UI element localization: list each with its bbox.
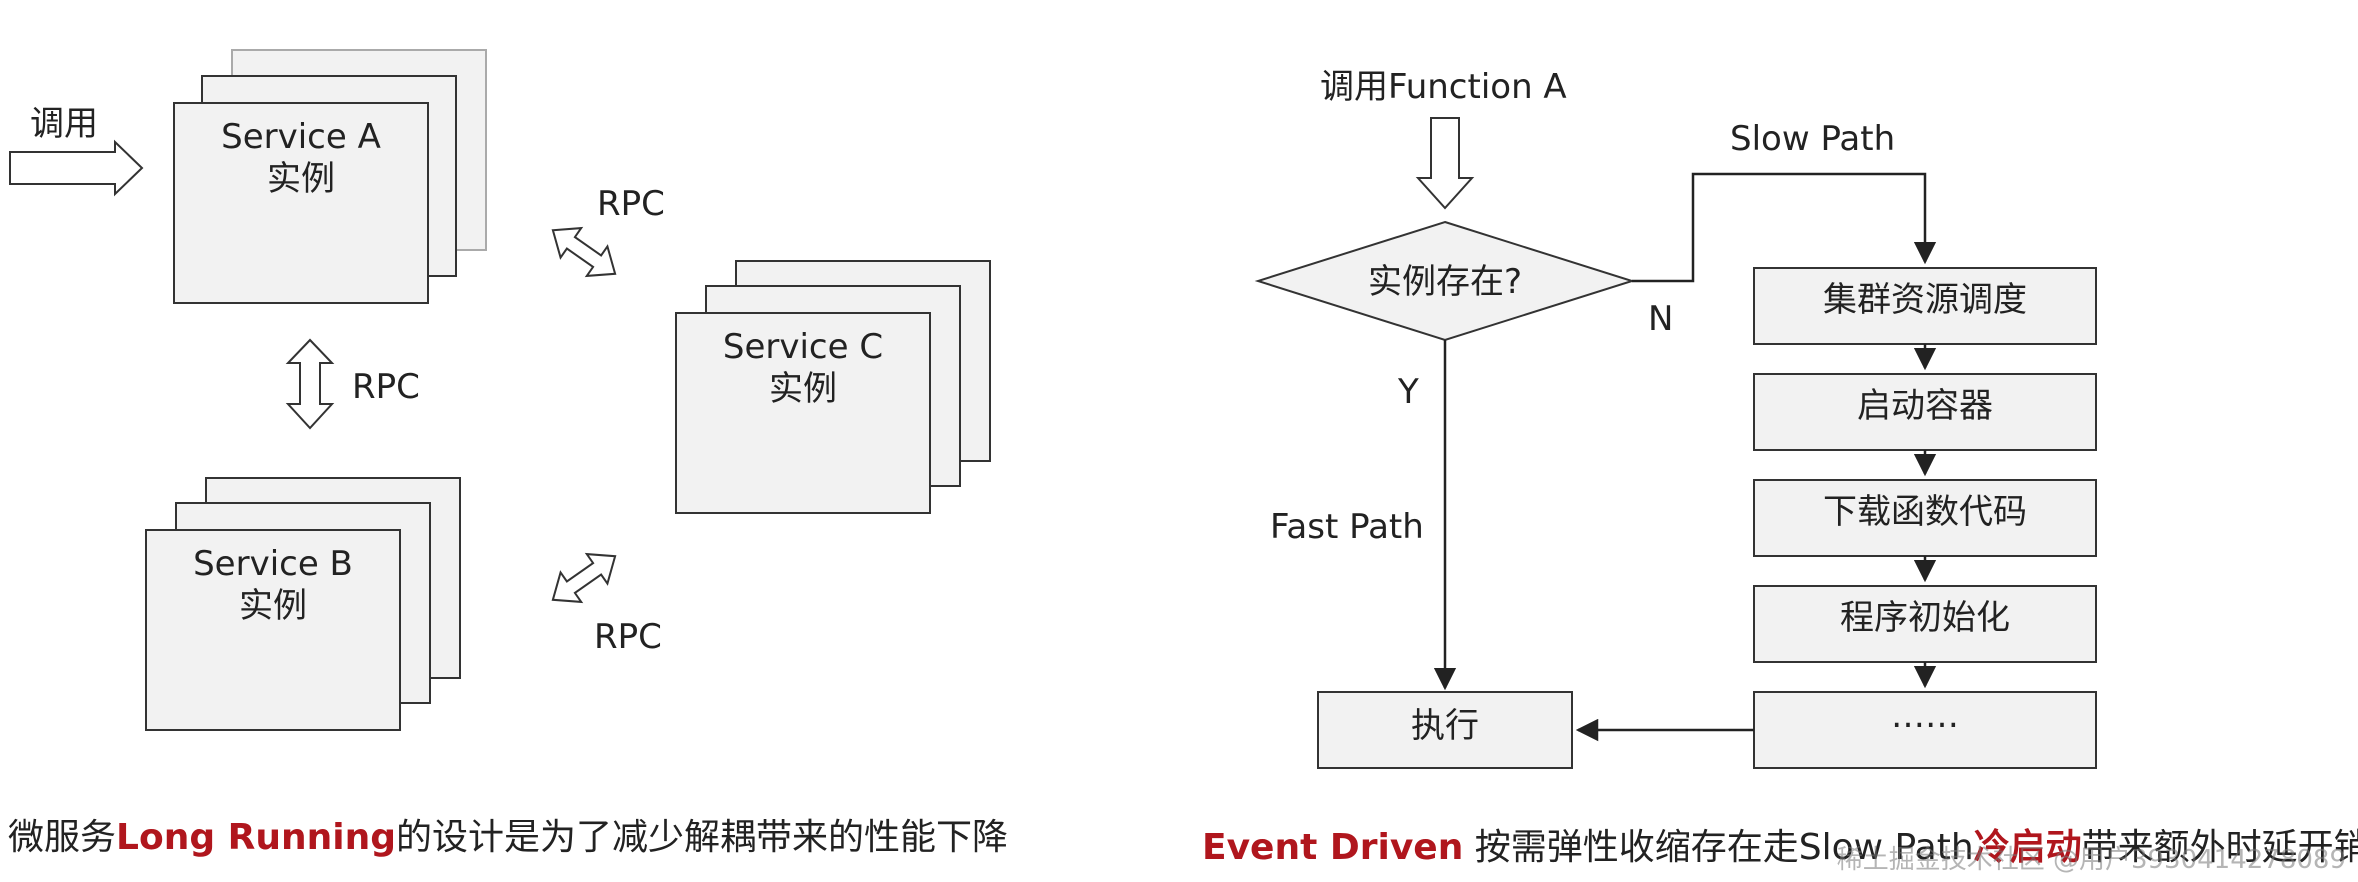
right-call-label: 调用Function A bbox=[1320, 67, 1567, 107]
rpc-ac-arrow bbox=[551, 226, 617, 278]
rpc-ab-label: RPC bbox=[352, 367, 420, 407]
service-c-stack: Service C 实例 bbox=[675, 260, 991, 514]
slow-path-label: Slow Path bbox=[1730, 119, 1895, 159]
no-label: N bbox=[1648, 299, 1673, 339]
right-caption-highlight: Event Driven bbox=[1202, 827, 1464, 868]
service-a-sub: 实例 bbox=[267, 159, 335, 199]
watermark: 稀土掘金技术社区 @用户3930414278089 bbox=[1836, 845, 2346, 875]
rpc-ac-label: RPC bbox=[597, 184, 665, 224]
step-5-label: …… bbox=[1891, 696, 1959, 736]
rpc-bc-label: RPC bbox=[594, 617, 662, 657]
call-arrow bbox=[9, 139, 144, 197]
step-5-box: …… bbox=[1753, 691, 2097, 769]
execute-label: 执行 bbox=[1411, 706, 1479, 746]
step-4-label: 程序初始化 bbox=[1840, 598, 2010, 638]
service-b-sub: 实例 bbox=[239, 586, 307, 626]
right-caption-highlight2: 冷启动 bbox=[1973, 827, 2082, 868]
down-call-arrow bbox=[1415, 117, 1475, 210]
step-3-box: 下载函数代码 bbox=[1753, 479, 2097, 557]
slow-path-line bbox=[1632, 172, 1937, 283]
step-2-label: 启动容器 bbox=[1857, 386, 1993, 426]
service-c-name: Service C bbox=[723, 327, 883, 367]
service-b-stack: Service B 实例 bbox=[145, 477, 461, 731]
step-1-box: 集群资源调度 bbox=[1753, 267, 2097, 345]
left-caption: 微服务Long Running的设计是为了减少解耦带来的性能下降 bbox=[8, 808, 1008, 860]
yes-label: Y bbox=[1397, 372, 1419, 412]
execute-box: 执行 bbox=[1317, 691, 1573, 769]
left-caption-highlight: Long Running bbox=[116, 817, 396, 858]
step-2-box: 启动容器 bbox=[1753, 373, 2097, 451]
step-4-box: 程序初始化 bbox=[1753, 585, 2097, 663]
right-caption-middle: 按需弹性收缩存在走Slow Path bbox=[1463, 827, 1974, 868]
service-a-name: Service A bbox=[221, 117, 381, 157]
service-c-sub: 实例 bbox=[769, 369, 837, 409]
fast-path-label: Fast Path bbox=[1270, 507, 1424, 547]
left-caption-suffix: 的设计是为了减少解耦带来的性能下降 bbox=[395, 817, 1008, 858]
service-a-stack: Service A 实例 bbox=[173, 49, 487, 304]
right-caption-suffix: 带来额外时延开销 bbox=[2081, 827, 2358, 868]
service-b-name: Service B bbox=[193, 544, 353, 584]
step-3-label: 下载函数代码 bbox=[1823, 492, 2027, 532]
left-caption-prefix: 微服务 bbox=[8, 817, 117, 858]
rpc-bc-arrow bbox=[551, 552, 617, 604]
rpc-ab-arrow bbox=[285, 338, 335, 430]
decision-label: 实例存在? bbox=[1368, 262, 1522, 302]
step-1-label: 集群资源调度 bbox=[1823, 280, 2027, 320]
left-call-label: 调用 bbox=[30, 104, 98, 144]
right-caption: Event Driven 按需弹性收缩存在走Slow Path冷启动带来额外时延… bbox=[1202, 818, 2358, 870]
